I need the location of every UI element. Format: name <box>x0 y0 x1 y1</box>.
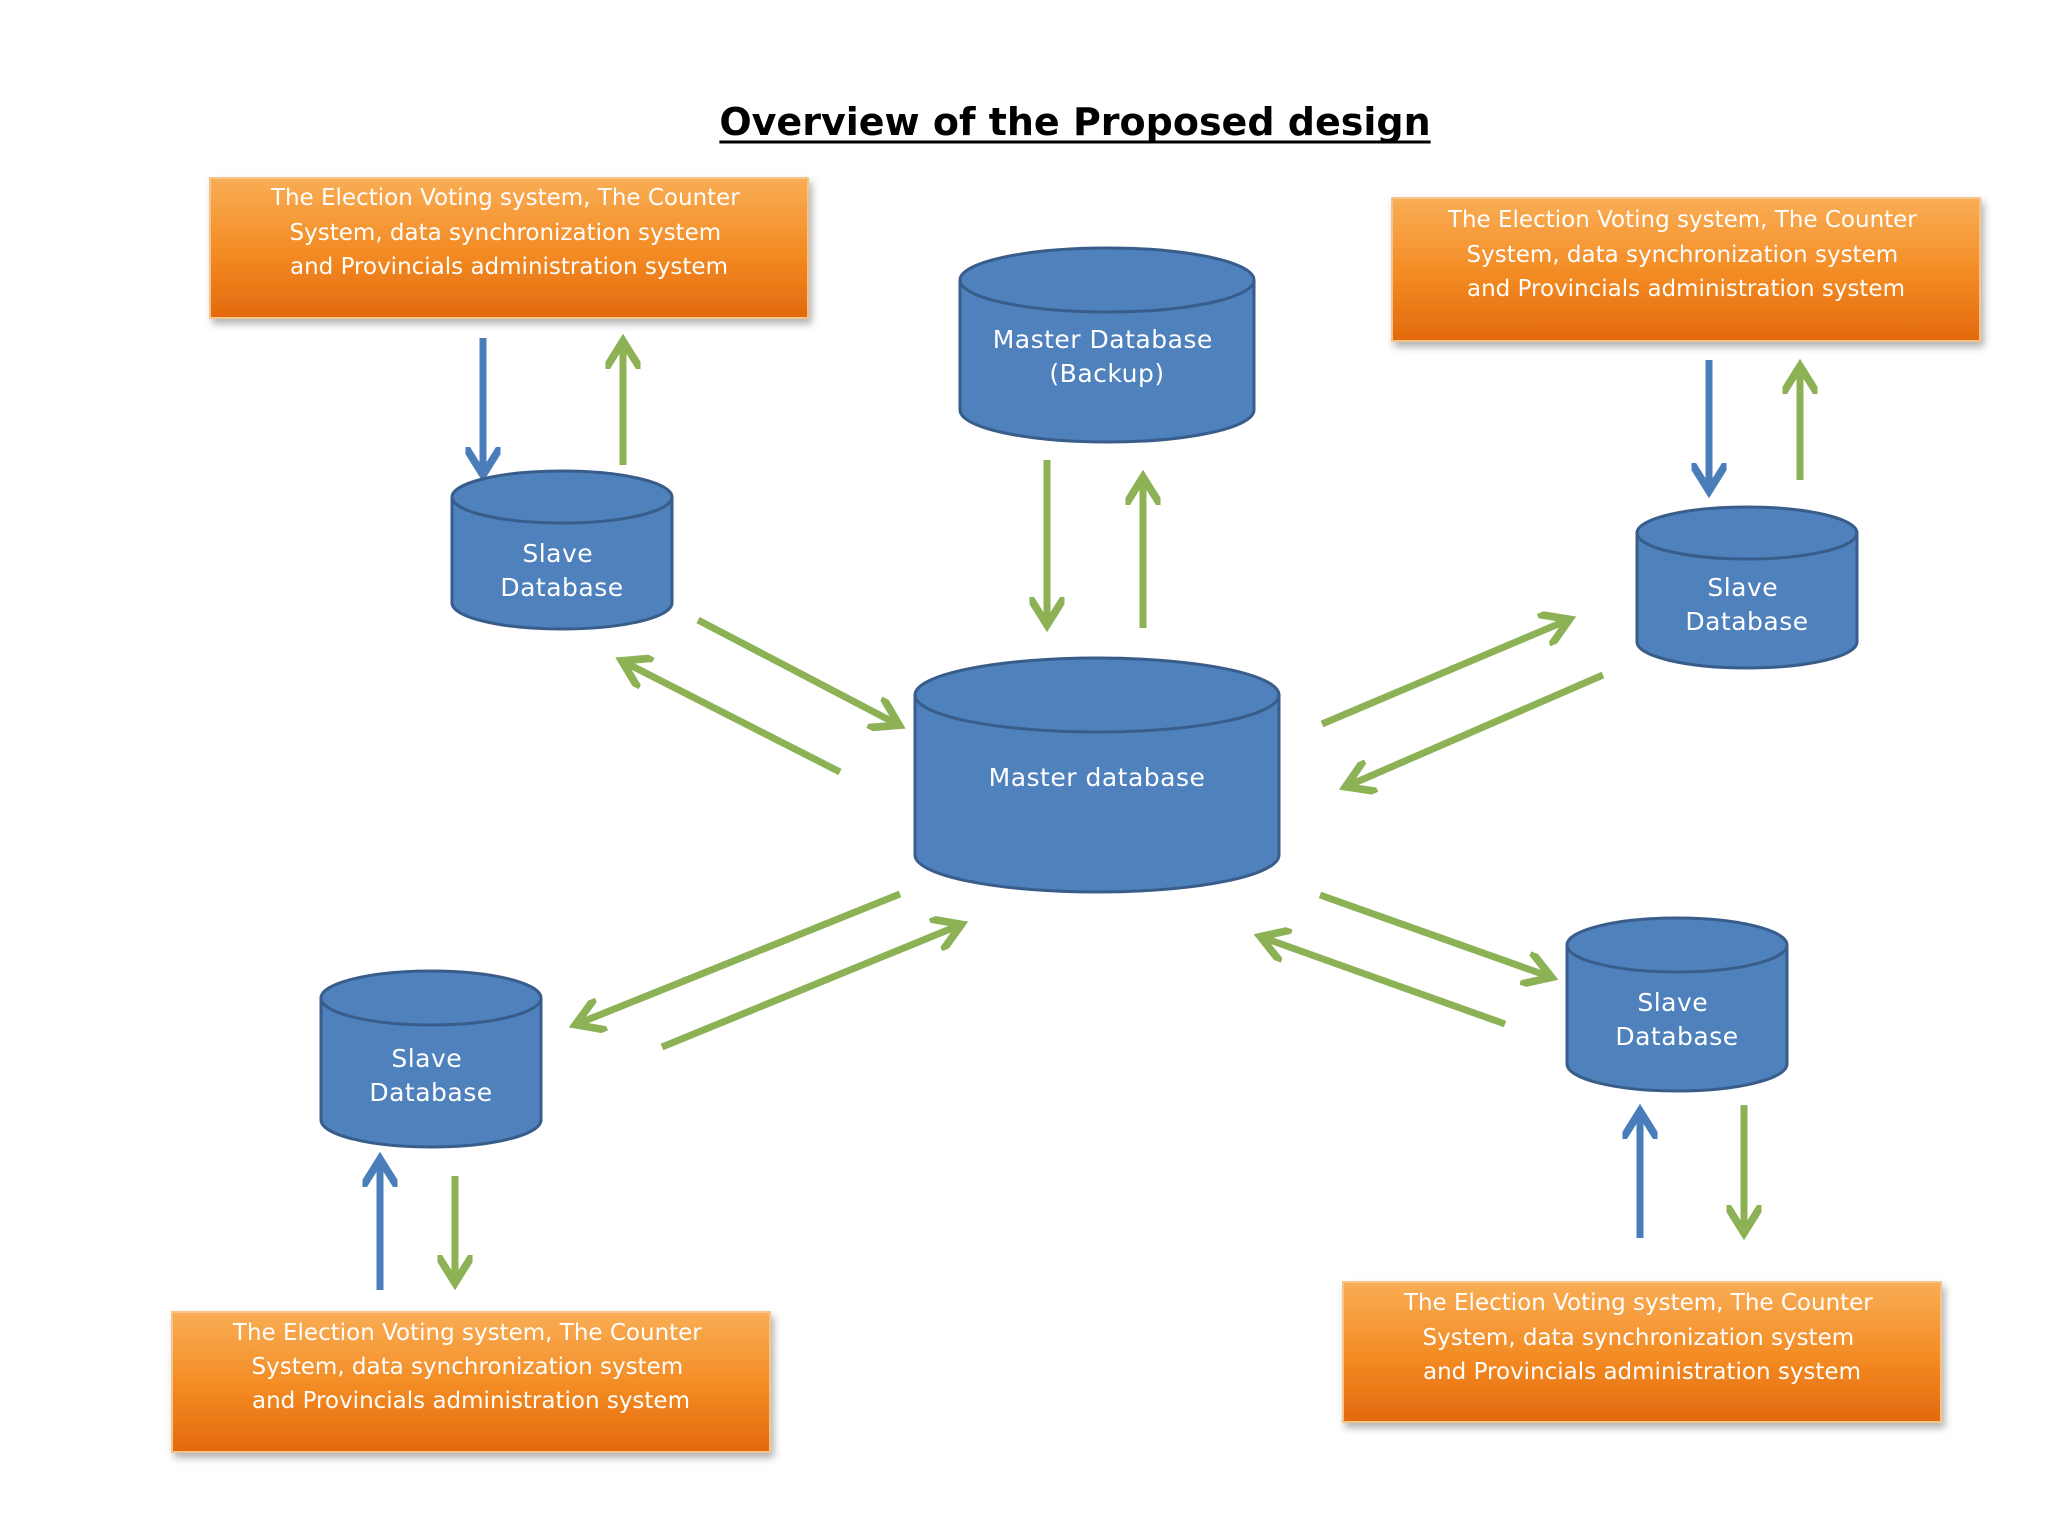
arrows-slave-top-left-master <box>628 616 893 776</box>
database-slave-top-right: Slave Database <box>1635 505 1859 670</box>
database-slave-bottom-right: Slave Database <box>1565 916 1789 1093</box>
arrows-top-right-system <box>1709 360 1800 484</box>
arrow-to-slave <box>628 664 842 776</box>
system-box-line: and Provincials administration system <box>290 254 728 280</box>
database-label: Master Database (Backup) <box>993 325 1222 388</box>
database-master: Master database <box>913 656 1281 894</box>
system-box-text: The Election Voting system, The Counter … <box>232 1320 709 1414</box>
system-box-text: The Election Voting system, The Counter … <box>1447 207 1924 302</box>
database-label-line: Slave <box>522 539 593 568</box>
arrows-bottom-right-system <box>1640 1105 1744 1238</box>
system-box-line: System, data synchronization system <box>252 1354 684 1380</box>
system-box-bottom-left: The Election Voting system, The Counter … <box>171 1311 771 1453</box>
arrow-to-slave <box>1318 891 1545 975</box>
database-label: Slave Database <box>369 1044 492 1107</box>
system-box-line: and Provincials administration system <box>1467 276 1905 302</box>
system-box-line: System, data synchronization system <box>290 220 722 246</box>
system-box-line: The Election Voting system, The Counter <box>1403 1290 1873 1316</box>
database-label-line: Master Database <box>993 325 1213 354</box>
database-label: Slave Database <box>500 539 623 602</box>
arrow-to-master <box>696 616 893 722</box>
arrow-to-master <box>660 927 955 1051</box>
arrow-to-slave <box>582 890 902 1022</box>
database-slave-top-left: Slave Database <box>450 469 674 631</box>
diagram-title: Overview of the Proposed design <box>719 100 1431 144</box>
system-box-text: The Election Voting system, The Counter … <box>1403 1290 1880 1385</box>
system-box-line: The Election Voting system, The Counter <box>270 185 740 211</box>
database-label-line: Slave <box>391 1044 462 1073</box>
database-label-line: Slave <box>1707 573 1778 602</box>
arrows-slave-top-right-master <box>1320 622 1605 784</box>
system-box-line: System, data synchronization system <box>1467 242 1899 268</box>
database-label-line: Master database <box>989 763 1206 792</box>
database-label-line: Database <box>1685 607 1808 636</box>
database-master-backup: Master Database (Backup) <box>958 246 1256 444</box>
system-box-line: and Provincials administration system <box>1423 1359 1861 1385</box>
system-box-line: The Election Voting system, The Counter <box>232 1320 702 1346</box>
arrow-to-master <box>1267 939 1507 1028</box>
system-box-line: The Election Voting system, The Counter <box>1447 207 1917 233</box>
system-box-line: and Provincials administration system <box>252 1388 690 1414</box>
system-box-line: System, data synchronization system <box>1423 1325 1855 1351</box>
arrow-to-master <box>1352 671 1605 784</box>
arrow-to-slave <box>1320 622 1563 728</box>
arrows-backup-master <box>1047 460 1143 628</box>
database-label: Master database <box>989 763 1206 792</box>
page-title: Overview of the Proposed design <box>719 100 1430 144</box>
arrows-slave-bottom-left-master <box>582 890 955 1051</box>
system-box-top-left: The Election Voting system, The Counter … <box>209 177 809 319</box>
system-box-top-right: The Election Voting system, The Counter … <box>1391 197 1981 342</box>
database-slave-bottom-left: Slave Database <box>319 969 543 1149</box>
arrows-top-left-system <box>483 338 623 468</box>
database-label-line: (Backup) <box>1049 359 1164 388</box>
system-box-text: The Election Voting system, The Counter … <box>270 185 747 280</box>
database-label-line: Database <box>500 573 623 602</box>
database-label-line: Slave <box>1637 988 1708 1017</box>
arrows-bottom-left-system <box>380 1166 455 1290</box>
arrows-slave-bottom-right-master <box>1267 891 1545 1028</box>
database-label-line: Database <box>1615 1022 1738 1051</box>
database-label: Slave Database <box>1615 988 1738 1051</box>
database-label-line: Database <box>369 1078 492 1107</box>
database-label: Slave Database <box>1685 573 1808 636</box>
system-box-bottom-right: The Election Voting system, The Counter … <box>1342 1281 1942 1423</box>
